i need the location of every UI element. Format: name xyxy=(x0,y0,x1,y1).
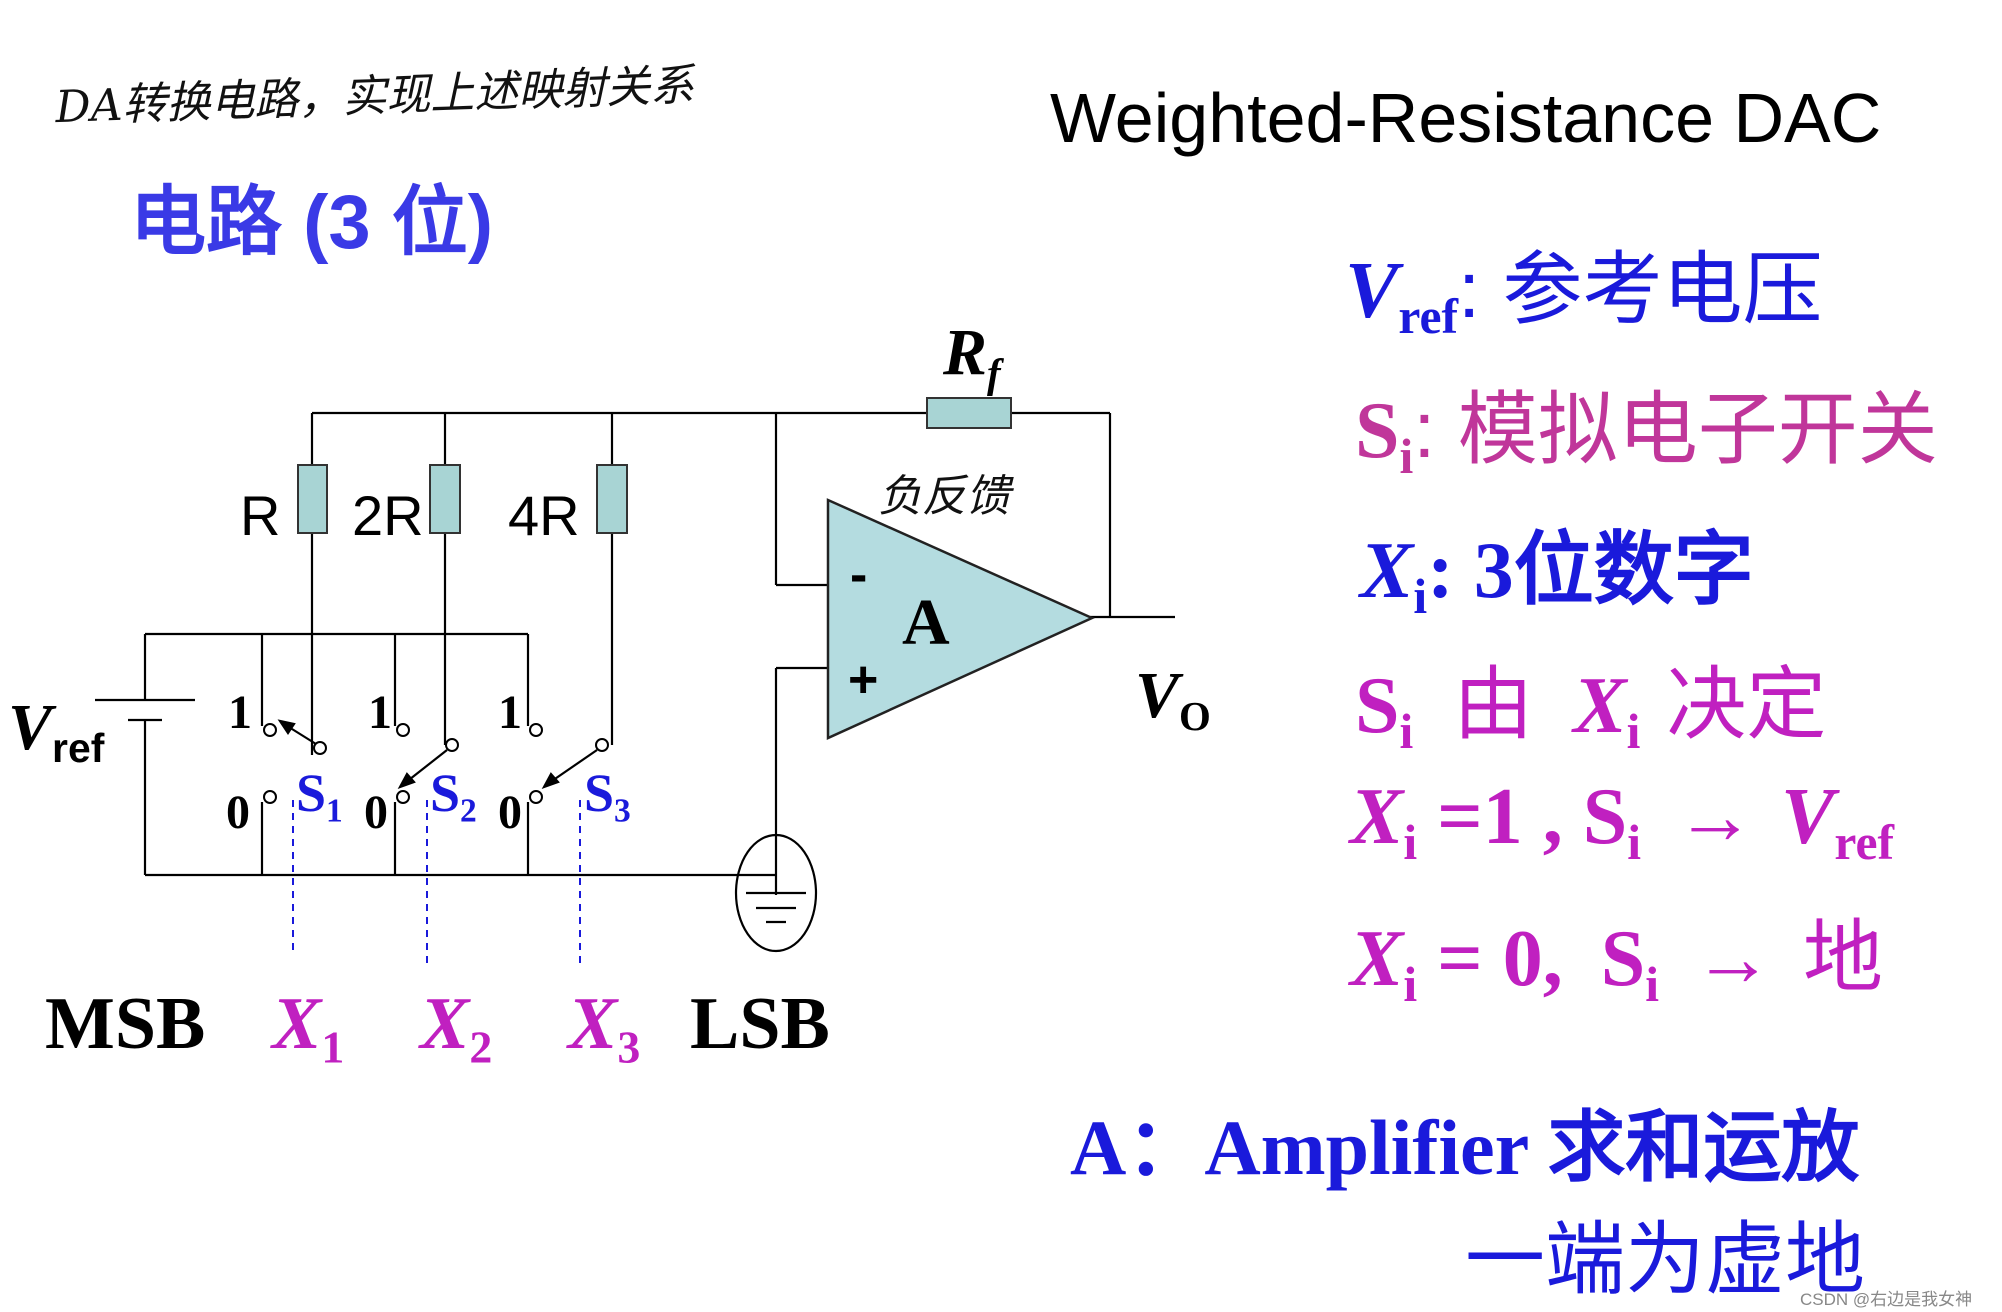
resistor-label-4r: 4R xyxy=(508,484,580,547)
resistors xyxy=(297,397,1012,534)
bit-label-x3: X3 xyxy=(568,983,641,1073)
op-amp xyxy=(826,498,1096,740)
legend-amplifier: A：Amplifier 求和运放 xyxy=(1070,1104,1860,1191)
legend-line-xi-zero: Xi = 0, Si → 地 xyxy=(1350,913,1884,1012)
bit-label-x1: X1 xyxy=(272,983,345,1073)
control-dashed-lines xyxy=(292,800,581,965)
handwritten-note-feedback: 负反馈 xyxy=(878,471,1010,522)
msb-label: MSB xyxy=(45,983,206,1065)
circuit-subtitle: 电路 (3 位) xyxy=(130,180,494,265)
switch-label-s1: S1 xyxy=(296,763,343,830)
bit-label-x2: X2 xyxy=(420,983,493,1073)
switch-label-s2: S2 xyxy=(430,763,477,830)
switch-arms xyxy=(277,719,598,789)
resistor-2r xyxy=(429,464,461,534)
legend-vref: Vref: 参考电压 xyxy=(1345,245,1823,344)
legend-line-si-by-xi: Si 由 Xi 决定 xyxy=(1355,660,1827,759)
legend-line-xi-one: Xi =1 , Si → Vref xyxy=(1350,773,1895,870)
amp-minus-label: - xyxy=(850,546,868,604)
legend-xi: Xi: 3位数字 xyxy=(1360,527,1754,624)
legend-virtual-ground: 一端为虚地 xyxy=(1465,1215,1865,1304)
switch2-pos-zero: 0 xyxy=(364,786,388,839)
switch3-pos-one: 1 xyxy=(498,686,522,739)
page-title: Weighted-Resistance DAC xyxy=(1050,79,1882,157)
switch1-pos-zero: 0 xyxy=(226,786,250,839)
resistor-rf xyxy=(926,397,1012,429)
resistor-4r xyxy=(596,464,628,534)
switch-contacts xyxy=(263,723,609,804)
switch1-pos-one: 1 xyxy=(228,686,252,739)
amp-plus-label: + xyxy=(848,651,879,709)
switch2-pos-one: 1 xyxy=(368,686,392,739)
circuit-wires xyxy=(95,411,1175,953)
resistor-label-2r: 2R xyxy=(352,484,424,547)
switch3-pos-zero: 0 xyxy=(498,786,522,839)
vo-label: VO xyxy=(1135,659,1211,740)
lsb-label: LSB xyxy=(690,983,830,1065)
amp-label: A xyxy=(902,586,950,659)
resistor-label-r: R xyxy=(240,484,281,547)
rf-label: Rf xyxy=(943,316,1001,397)
watermark: CSDN @右边是我女神 xyxy=(1800,1290,1973,1309)
switch-label-s3: S3 xyxy=(584,763,631,830)
legend-si: Si: 模拟电子开关 xyxy=(1355,385,1938,484)
resistor-r xyxy=(297,464,328,534)
vref-circuit-label: Vref xyxy=(8,691,105,772)
